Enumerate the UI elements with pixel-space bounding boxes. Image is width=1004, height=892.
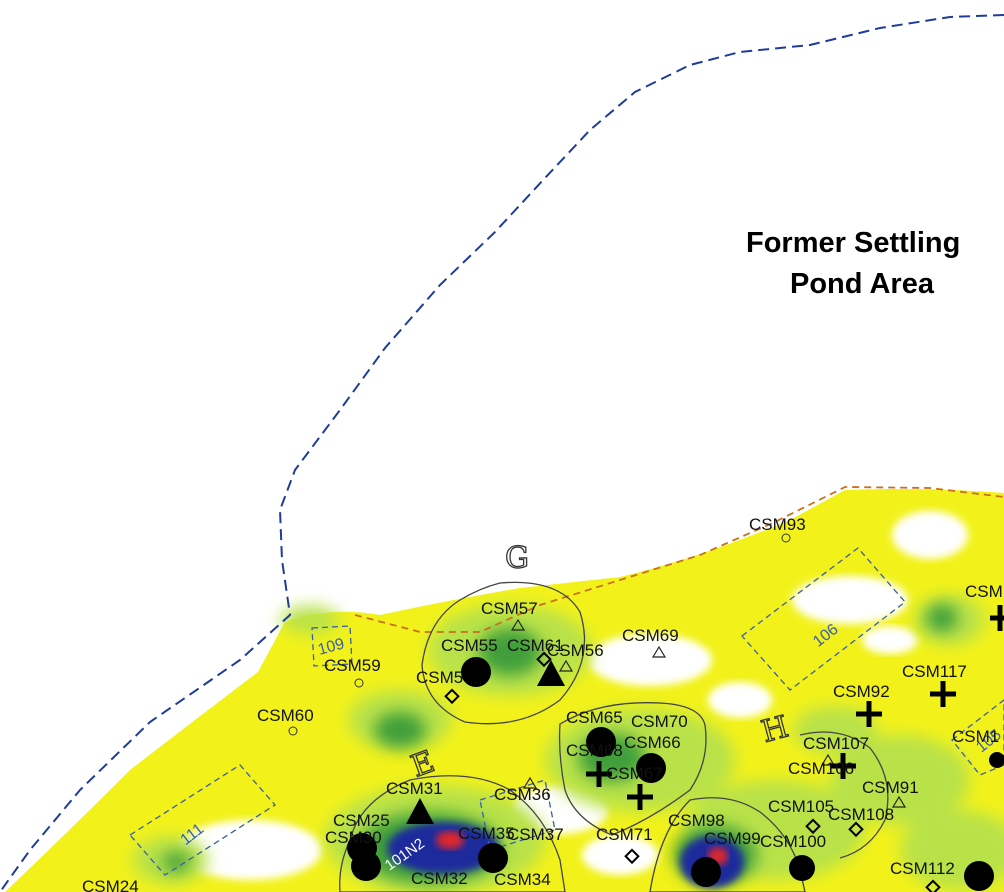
area-title-line2: Pond Area <box>790 268 935 300</box>
well-marker-csm55 <box>461 657 491 687</box>
well-label-csm36: CSM36 <box>494 785 551 804</box>
area-title-line1: Former Settling <box>746 227 960 259</box>
well-marker-csm91 <box>891 795 907 808</box>
well-label-csm117: CSM117 <box>902 662 967 681</box>
well-label-csm-edge2: CSM1 <box>952 727 999 746</box>
well-marker-csm93 <box>781 533 791 543</box>
well-marker-csm67 <box>636 753 666 783</box>
well-marker-csm25 <box>351 851 381 881</box>
well-marker-csm106 <box>820 753 836 766</box>
well-label-csm108: CSM108 <box>828 805 894 824</box>
well-label-csm32: CSM32 <box>411 869 468 888</box>
well-label-csm67: CSM67 <box>606 764 663 783</box>
well-marker-csm60 <box>288 726 298 736</box>
well-marker-csm69 <box>651 645 667 658</box>
well-label-csm58: CSM5 <box>416 668 463 687</box>
well-marker-csm55-diamond <box>536 651 552 668</box>
well-label-csm25: CSM25 <box>333 811 390 830</box>
well-marker-csm56 <box>558 659 574 672</box>
well-marker-csm105 <box>805 818 821 835</box>
well-label-csm30: CSM30 <box>325 828 382 847</box>
well-label-csm31: CSM31 <box>386 779 443 798</box>
well-marker-csm61 <box>537 660 565 686</box>
well-label-csm98: CSM98 <box>668 811 725 830</box>
well-label-csm60: CSM60 <box>257 706 314 725</box>
well-label-csm24: CSM24 <box>82 877 139 892</box>
well-marker-csm92 <box>856 701 882 727</box>
pond-edge-line <box>354 486 1004 633</box>
well-marker-csm100 <box>789 855 815 881</box>
well-label-csm99: CSM99 <box>704 829 761 848</box>
well-marker-csm99 <box>691 857 721 887</box>
well-label-csm105: CSM105 <box>768 797 834 816</box>
well-marker-csm-right <box>990 605 1004 631</box>
well-marker-csm57 <box>510 618 526 631</box>
well-label-csm100: CSM100 <box>760 832 826 851</box>
well-label-csm59: CSM59 <box>324 656 381 675</box>
well-label-csm56: CSM56 <box>547 641 604 660</box>
well-marker-csm66 <box>627 784 653 810</box>
well-marker-csm31 <box>406 798 434 824</box>
well-marker-csm112 <box>925 879 941 892</box>
well-label-csm68: CSM68 <box>566 741 623 760</box>
well-label-csm112: CSM112 <box>890 859 955 878</box>
well-label-csm107: CSM107 <box>803 734 869 753</box>
well-marker-csm117 <box>930 681 956 707</box>
well-marker-csm65 <box>586 727 616 757</box>
well-marker-csm71 <box>624 848 640 865</box>
well-label-csm57: CSM57 <box>481 599 538 618</box>
well-marker-csm107 <box>830 753 856 779</box>
well-markers <box>288 533 1004 892</box>
site-boundary-line <box>0 14 1004 892</box>
well-label-csm106: CSM106 <box>788 759 854 778</box>
well-marker-csm36 <box>522 776 538 789</box>
well-label-csm93: CSM93 <box>749 515 806 534</box>
well-label-csm91: CSM91 <box>862 778 919 797</box>
well-marker-csm112-dot <box>964 861 994 891</box>
zone-letter-g: G <box>505 541 529 576</box>
well-label-csm37: CSM37 <box>507 825 564 844</box>
well-label-csm55: CSM55 <box>441 636 498 655</box>
well-marker-csm35 <box>478 843 508 873</box>
well-label-csm35: CSM35 <box>458 824 515 843</box>
well-marker-csm108 <box>848 821 864 838</box>
well-marker-csm58 <box>444 688 460 705</box>
well-marker-csm59 <box>354 678 364 688</box>
grid-cells <box>129 547 1004 876</box>
well-marker-csm68 <box>586 761 612 787</box>
well-label-csm66: CSM66 <box>624 733 681 752</box>
well-label-csm69: CSM69 <box>622 626 679 645</box>
well-label-csm34: CSM34 <box>494 870 551 889</box>
well-label-csm70: CSM70 <box>631 712 688 731</box>
well-label-csm71: CSM71 <box>596 825 653 844</box>
contour-lines <box>339 581 889 892</box>
well-label-csm-edge: CSM <box>965 582 1003 601</box>
well-label-csm65: CSM65 <box>566 708 623 727</box>
grid-cell-109-label: 109 <box>316 635 346 658</box>
well-label-csm61: CSM61 <box>507 636 564 655</box>
well-label-csm92: CSM92 <box>833 682 890 701</box>
well-labels: CSM93 CSM57 CSM55 CSM61 CSM56 CSM69 CSM5… <box>82 515 1003 892</box>
well-marker-csm-edge <box>989 752 1004 768</box>
